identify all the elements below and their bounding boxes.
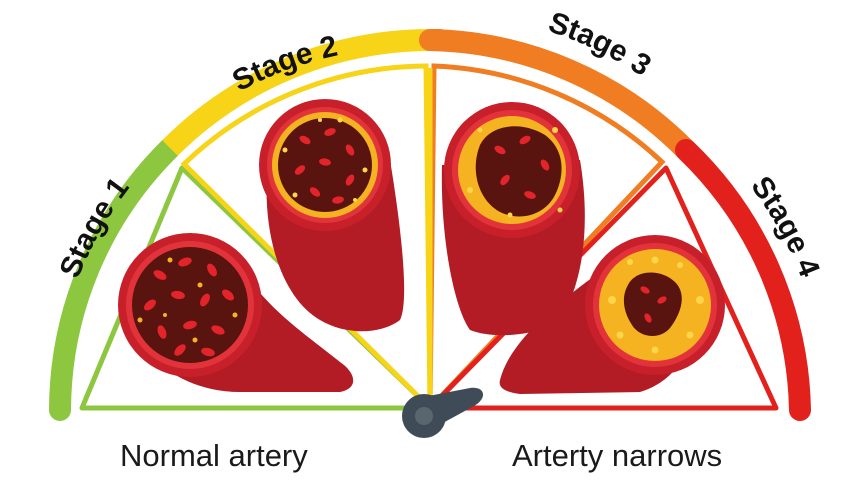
artery-stage-2	[259, 99, 405, 332]
gauge-needle	[402, 387, 484, 438]
stage-2-label: Stage 2	[227, 30, 340, 98]
arc-stage-3	[429, 29, 694, 158]
caption-normal-artery: Normal artery	[120, 438, 308, 473]
blood-cells-stage-3	[494, 135, 550, 199]
arc-stage-4	[675, 139, 811, 421]
artery-stage-4	[499, 235, 725, 394]
blood-cells-stage-4	[640, 286, 667, 323]
arc-stage-2	[162, 29, 431, 156]
stage-2-label-text: Stage 2	[227, 30, 340, 98]
artery-stage-1	[118, 233, 354, 392]
artery-stage-3	[441, 102, 585, 336]
sector-stage-3-outline	[427, 63, 666, 415]
arc-stage-1	[49, 137, 181, 421]
blood-cells-stage-2	[294, 128, 355, 204]
sector-stage-2-outline	[180, 63, 433, 415]
gauge-arc	[49, 28, 811, 421]
blood-cells-stage-1	[144, 257, 234, 357]
caption-artery-narrows: Arterty narrows	[512, 438, 723, 473]
